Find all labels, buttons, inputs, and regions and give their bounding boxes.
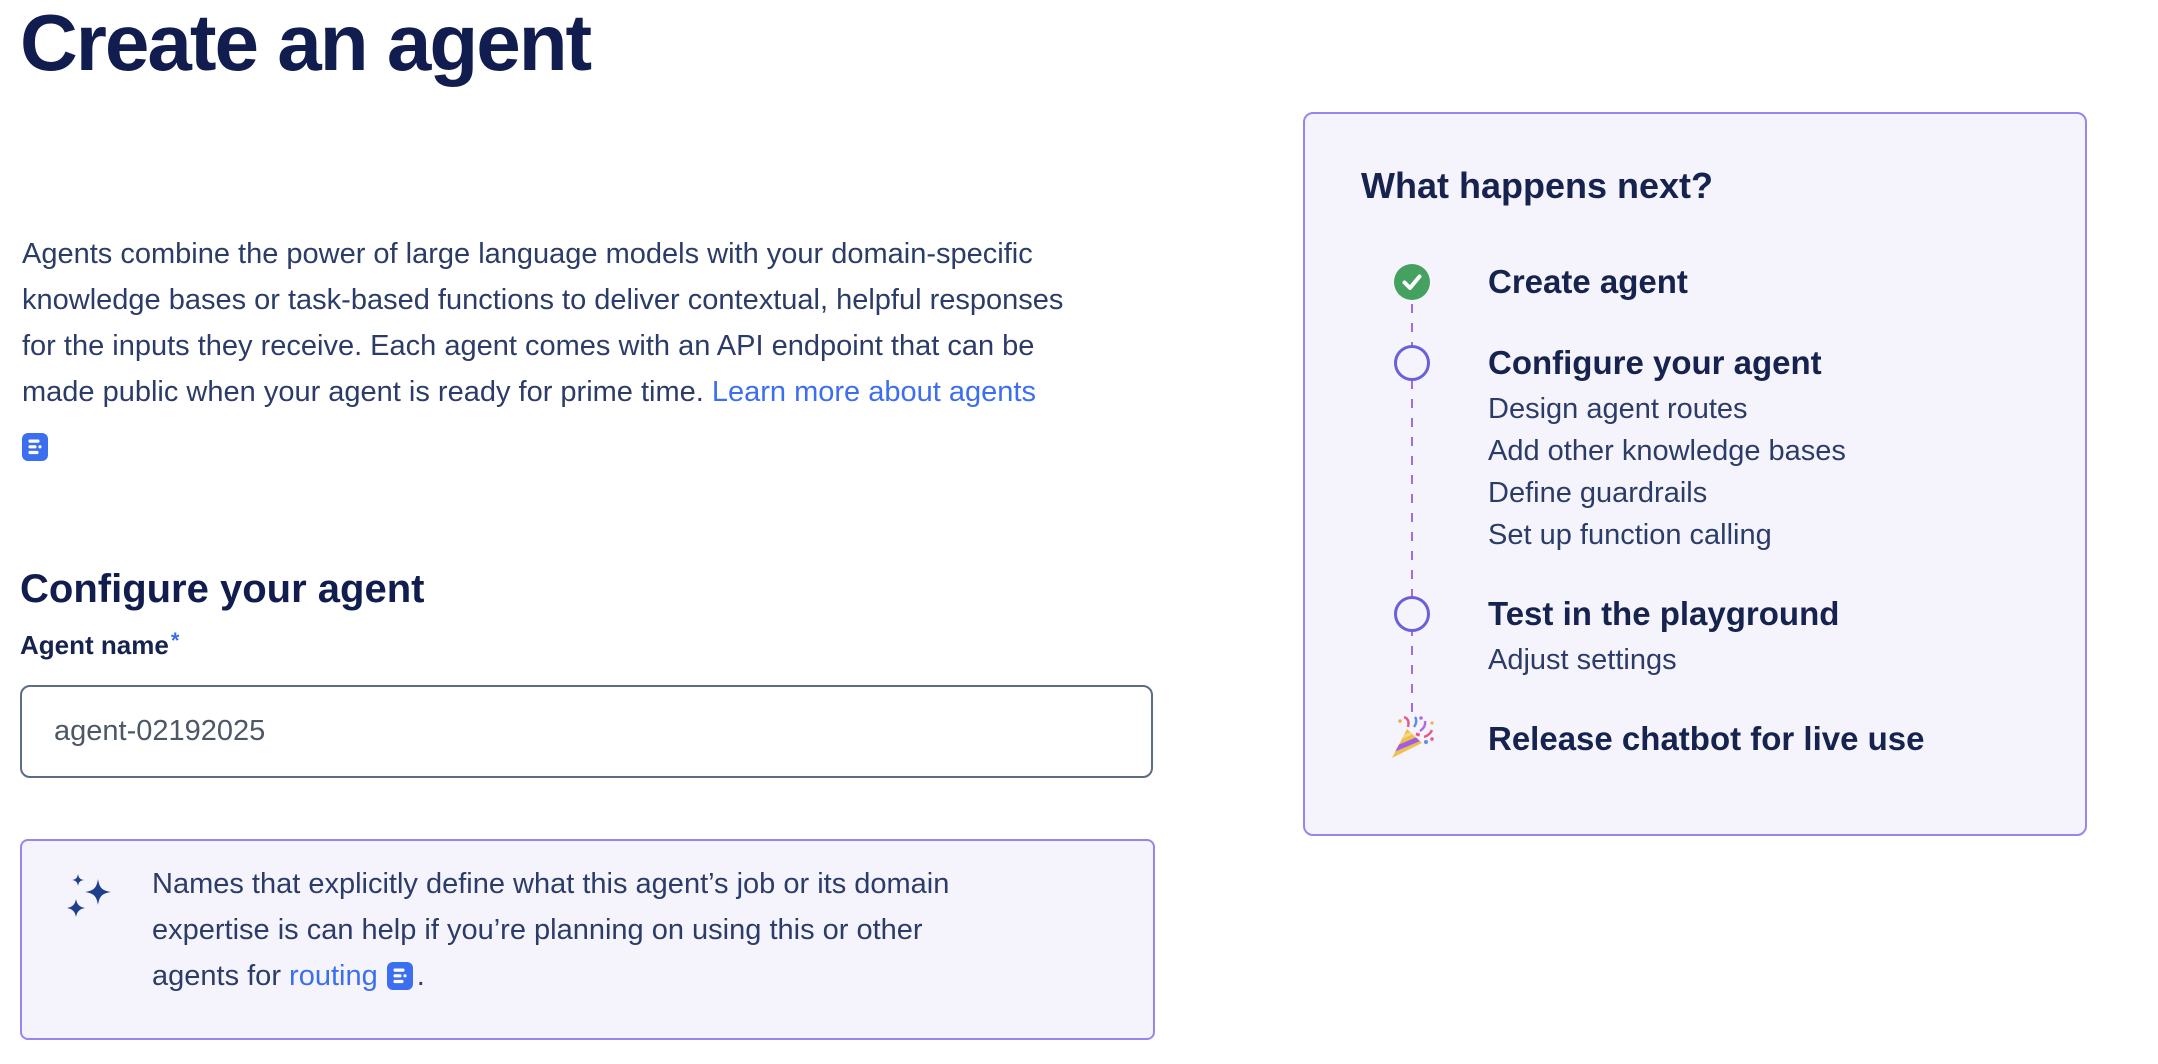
substep: Set up function calling (1488, 519, 1772, 551)
party-popper-icon (1388, 715, 1436, 763)
step-configure-your-agent: Configure your agent (1394, 344, 1822, 381)
step-create-agent: Create agent (1394, 263, 1688, 300)
step-release-chatbot: Release chatbot for live use (1388, 715, 1925, 763)
intro-text: Agents combine the power of large langua… (22, 238, 1064, 408)
intro-paragraph: Agents combine the power of large langua… (22, 231, 1252, 461)
page-title: Create an agent (20, 0, 592, 87)
what-happens-next-panel: What happens next? Create agent Configur… (1303, 112, 2087, 836)
doc-icon[interactable] (22, 429, 48, 461)
check-circle-icon (1394, 264, 1430, 300)
step-title: Configure your agent (1488, 344, 1822, 381)
substep: Define guardrails (1488, 477, 1708, 509)
step-title: Release chatbot for live use (1488, 720, 1925, 757)
learn-more-link[interactable]: Learn more about agents (711, 376, 1036, 408)
required-asterisk: * (170, 628, 180, 653)
doc-icon[interactable] (386, 958, 413, 990)
empty-circle-icon (1394, 345, 1430, 381)
agent-name-input[interactable] (20, 685, 1153, 778)
routing-link[interactable]: routing (289, 960, 378, 992)
step-test-in-playground: Test in the playground (1394, 595, 1840, 632)
step-title: Create agent (1488, 263, 1688, 300)
agent-name-label: Agent name* (20, 628, 180, 660)
sparkles-icon (64, 871, 116, 923)
stepper-connector-line (1411, 304, 1413, 716)
configure-heading: Configure your agent (20, 567, 425, 611)
agent-name-hint-text: Names that explicitly define what this a… (152, 868, 950, 992)
substep: Adjust settings (1488, 644, 1677, 676)
configure-substeps: Design agent routes Add other knowledge … (1488, 388, 1846, 556)
step-title: Test in the playground (1488, 595, 1840, 632)
test-substeps: Adjust settings (1488, 639, 1677, 681)
panel-heading: What happens next? (1361, 165, 1714, 206)
substep: Add other knowledge bases (1488, 435, 1846, 467)
agent-name-hint-box: Names that explicitly define what this a… (20, 839, 1155, 1040)
empty-circle-icon (1394, 596, 1430, 632)
substep: Design agent routes (1488, 393, 1748, 425)
